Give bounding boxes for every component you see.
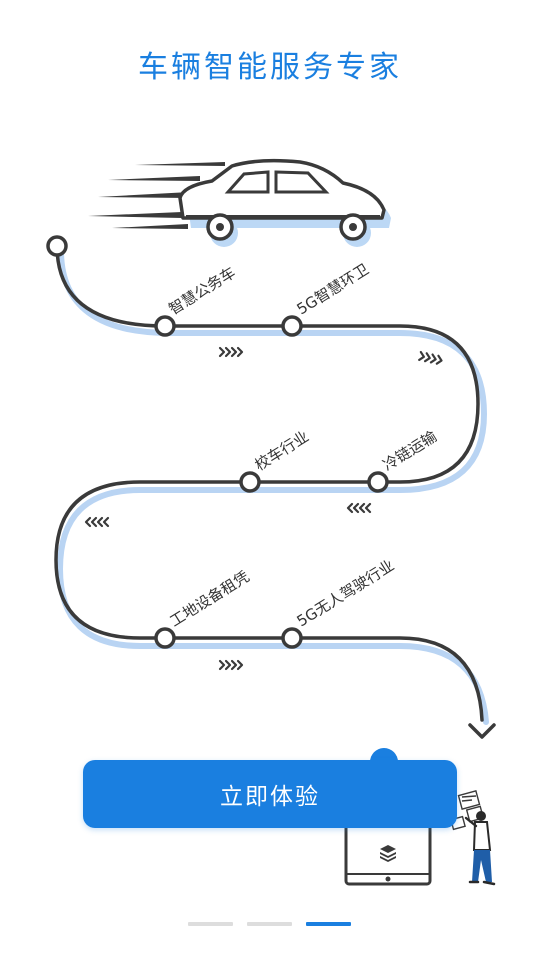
chevron-arrows-icon <box>218 659 244 671</box>
stop-label-2: 5G智慧环卫 <box>294 260 372 318</box>
stop-label-4: 冷链运输 <box>380 427 440 474</box>
chevron-arrows-icon <box>218 346 244 358</box>
chevron-arrows-icon <box>418 350 443 365</box>
chevron-arrows-icon <box>346 502 372 514</box>
page-indicator <box>188 922 352 927</box>
stop-node-1[interactable] <box>154 315 176 337</box>
try-now-button[interactable]: 立即体验 <box>83 760 457 828</box>
route-start-node <box>46 235 68 257</box>
stop-label-3: 校车行业 <box>252 427 312 474</box>
stop-node-4[interactable] <box>367 471 389 493</box>
stop-label-6: 5G无人驾驶行业 <box>294 556 398 630</box>
stop-node-2[interactable] <box>281 315 303 337</box>
stop-label-5: 工地设备租凭 <box>167 567 253 630</box>
page-dot-2[interactable] <box>247 922 292 926</box>
stop-node-5[interactable] <box>154 627 176 649</box>
page-title: 车辆智能服务专家 <box>138 50 402 85</box>
speed-lines <box>88 162 225 229</box>
arrow-down-icon <box>468 723 496 739</box>
stop-node-6[interactable] <box>281 627 303 649</box>
person-icon <box>464 811 496 886</box>
page-dot-3[interactable] <box>306 922 351 926</box>
layers-icon <box>380 845 396 862</box>
chevron-arrows-icon <box>84 516 110 528</box>
stop-label-1: 智慧公务车 <box>166 263 239 318</box>
route-line <box>54 245 484 722</box>
car-icon <box>178 158 391 247</box>
stop-node-3[interactable] <box>239 471 261 493</box>
page-dot-1[interactable] <box>188 922 233 926</box>
stop-nodes <box>154 315 389 649</box>
